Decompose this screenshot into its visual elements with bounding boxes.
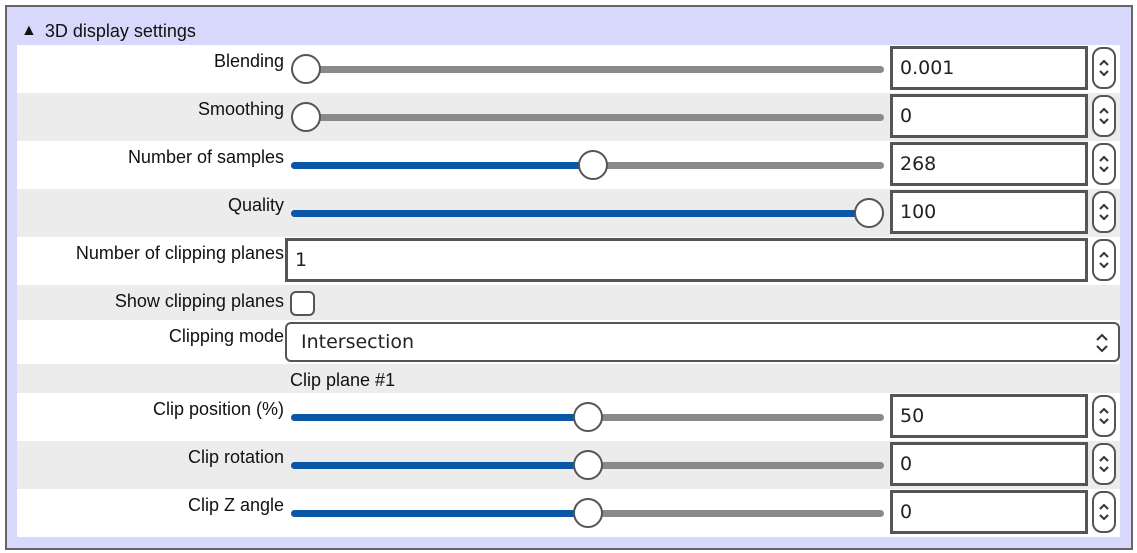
clip-rotation-slider-fill	[291, 462, 588, 469]
row-clip-position: Clip position (%) 50	[17, 393, 1120, 441]
row-clip-plane-heading: Clip plane #1	[17, 364, 1120, 393]
clip-z-angle-spinner[interactable]	[1092, 491, 1116, 533]
clip-z-angle-slider[interactable]	[291, 498, 884, 528]
chevron-down-icon	[1099, 514, 1109, 521]
quality-spinner[interactable]	[1092, 191, 1116, 233]
chevron-up-down-icon	[1096, 333, 1108, 353]
clip-rotation-slider-thumb[interactable]	[572, 450, 603, 480]
section-header-3d-display-settings[interactable]: ▲ 3D display settings	[21, 16, 196, 46]
section-title: 3D display settings	[44, 20, 196, 41]
samples-slider[interactable]	[291, 150, 884, 180]
chevron-up-icon	[1099, 503, 1109, 510]
clip-position-slider-fill	[291, 414, 588, 421]
show-planes-label: Show clipping planes	[114, 291, 284, 311]
chevron-down-icon	[1099, 166, 1109, 173]
samples-label: Number of samples	[127, 147, 284, 167]
blending-input[interactable]: 0.001	[890, 46, 1088, 90]
samples-spinner[interactable]	[1092, 143, 1116, 185]
quality-label: Quality	[227, 195, 284, 215]
smoothing-input[interactable]: 0	[890, 94, 1088, 138]
clip-z-angle-slider-fill	[291, 510, 588, 517]
samples-slider-thumb[interactable]	[578, 150, 609, 180]
clip-rotation-label: Clip rotation	[187, 447, 284, 467]
quality-input[interactable]: 100	[890, 190, 1088, 234]
clip-mode-label: Clipping mode	[168, 326, 284, 346]
clip-position-label: Clip position (%)	[152, 399, 284, 419]
row-show-clipping-planes: Show clipping planes	[17, 285, 1120, 320]
smoothing-slider[interactable]	[291, 102, 884, 132]
chevron-up-icon	[1099, 203, 1109, 210]
clip-z-angle-label: Clip Z angle	[187, 495, 284, 515]
smoothing-spinner[interactable]	[1092, 95, 1116, 137]
blending-label: Blending	[213, 51, 284, 71]
clip-planes-input[interactable]: 1	[285, 238, 1088, 282]
chevron-up-icon	[1099, 407, 1109, 414]
settings-frame: ▲ 3D display settings Blending 0.001 Smo…	[5, 5, 1133, 550]
row-quality: Quality 100	[17, 189, 1120, 237]
chevron-up-icon	[1099, 107, 1109, 114]
samples-input[interactable]: 268	[890, 142, 1088, 186]
row-clipping-mode: Clipping mode Intersection	[17, 320, 1120, 364]
clip-rotation-slider[interactable]	[291, 450, 884, 480]
smoothing-slider-thumb[interactable]	[291, 102, 321, 132]
quality-slider-thumb[interactable]	[854, 198, 884, 228]
chevron-up-icon	[1099, 59, 1109, 66]
chevron-up-icon	[1099, 455, 1109, 462]
row-blending: Blending 0.001	[17, 45, 1120, 93]
clip-planes-spinner[interactable]	[1092, 239, 1116, 281]
settings-panel: Blending 0.001 Smoothing 0	[17, 45, 1120, 537]
chevron-down-icon	[1099, 70, 1109, 77]
chevron-down-icon	[1099, 118, 1109, 125]
triangle-up-icon: ▲	[21, 22, 37, 39]
chevron-down-icon	[1099, 262, 1109, 269]
clip-rotation-spinner[interactable]	[1092, 443, 1116, 485]
chevron-down-icon	[1099, 418, 1109, 425]
clip-position-slider-thumb[interactable]	[572, 402, 603, 432]
chevron-down-icon	[1099, 466, 1109, 473]
smoothing-label: Smoothing	[197, 99, 284, 119]
chevron-down-icon	[1099, 214, 1109, 221]
blending-slider[interactable]	[291, 54, 884, 84]
chevron-up-icon	[1099, 155, 1109, 162]
quality-slider-fill	[291, 210, 884, 217]
clip-position-slider[interactable]	[291, 402, 884, 432]
samples-slider-fill	[291, 162, 594, 169]
clip-position-input[interactable]: 50	[890, 394, 1088, 438]
row-number-of-samples: Number of samples 268	[17, 141, 1120, 189]
clip-z-angle-slider-thumb[interactable]	[572, 498, 603, 528]
clipping-mode-select[interactable]: Intersection	[285, 322, 1120, 362]
clip-plane-heading: Clip plane #1	[290, 370, 396, 390]
row-clip-z-angle: Clip Z angle 0	[17, 489, 1120, 537]
clip-z-angle-input[interactable]: 0	[890, 490, 1088, 534]
row-smoothing: Smoothing 0	[17, 93, 1120, 141]
blending-slider-thumb[interactable]	[291, 54, 321, 84]
blending-spinner[interactable]	[1092, 47, 1116, 89]
clip-rotation-input[interactable]: 0	[890, 442, 1088, 486]
clip-planes-label: Number of clipping planes	[75, 243, 284, 263]
row-clip-rotation: Clip rotation 0	[17, 441, 1120, 489]
row-number-of-clipping-planes: Number of clipping planes 1	[17, 237, 1120, 285]
clipping-mode-value: Intersection	[301, 331, 415, 353]
chevron-up-icon	[1099, 251, 1109, 258]
show-clipping-planes-checkbox[interactable]	[290, 291, 315, 316]
clip-position-spinner[interactable]	[1092, 395, 1116, 437]
quality-slider[interactable]	[291, 198, 884, 228]
